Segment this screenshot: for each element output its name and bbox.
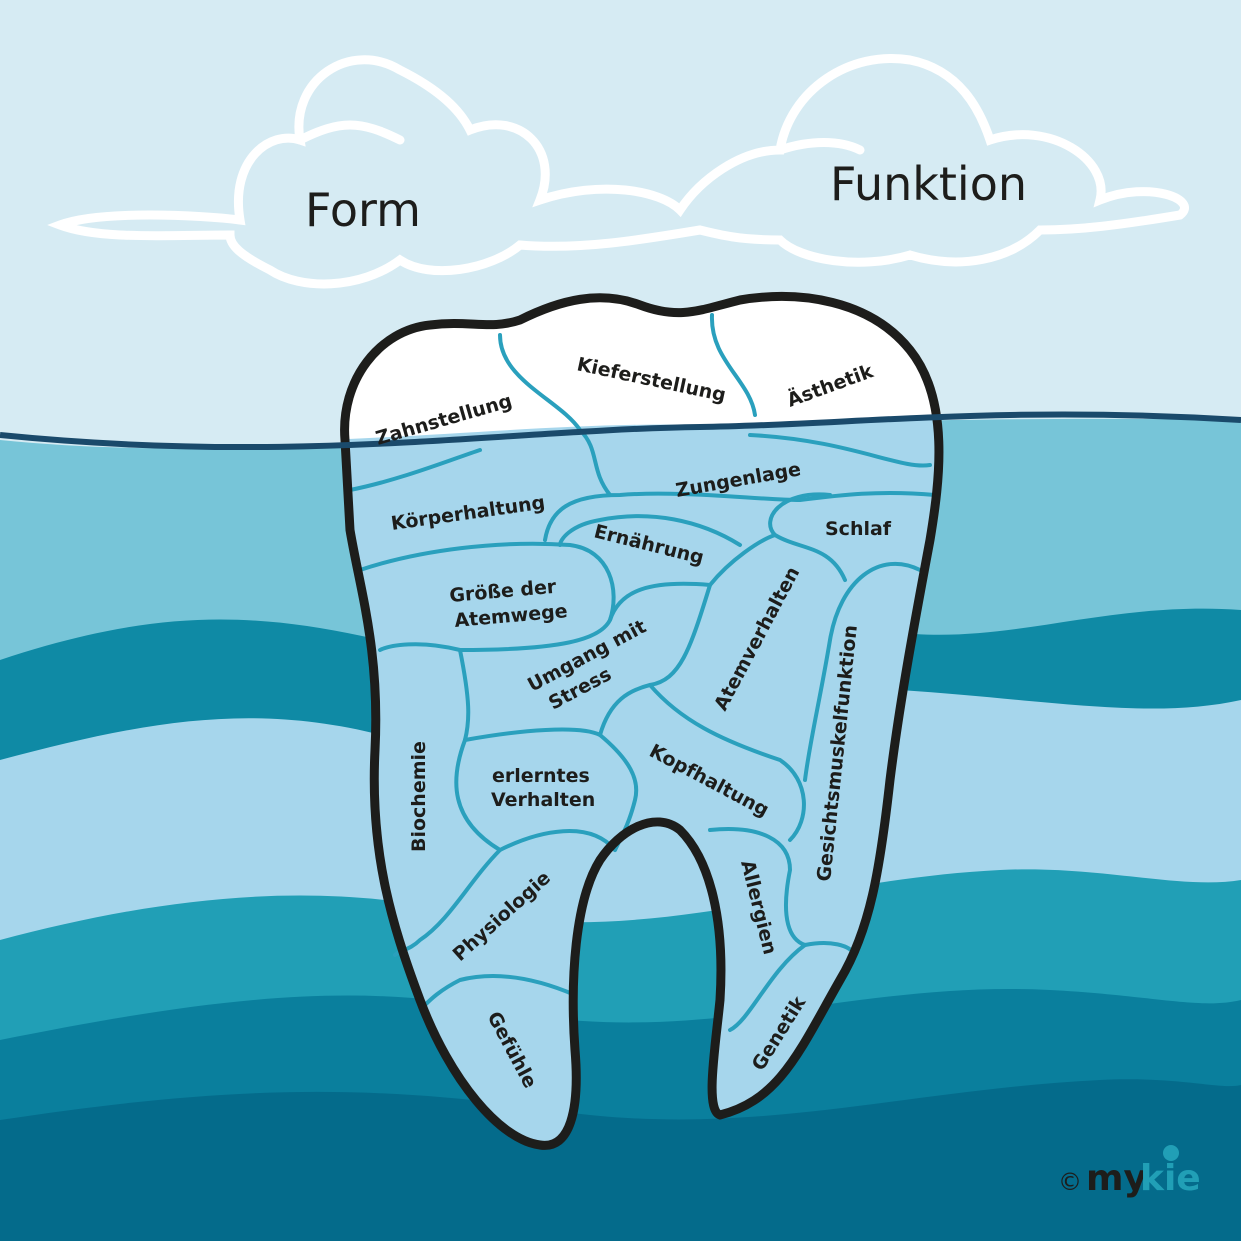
logo-my: my [1086, 1158, 1147, 1199]
segment-lines [348, 313, 937, 1032]
logo-kie: kie [1140, 1158, 1201, 1199]
label-biochemie: Biochemie [408, 741, 430, 852]
title-form: Form [305, 183, 421, 237]
logo-dot [1163, 1145, 1179, 1161]
copyright-symbol: © [1058, 1168, 1082, 1196]
label-schlaf: Schlaf [825, 518, 892, 540]
label-verhalten: Verhalten [491, 789, 595, 811]
label-erlerntes: erlerntes [492, 765, 590, 787]
mykie-logo: © my kie [1058, 1145, 1201, 1199]
clouds [47, 54, 1189, 289]
title-funktion: Funktion [830, 157, 1027, 211]
waterline [0, 411, 1241, 451]
tooth [345, 297, 939, 1146]
